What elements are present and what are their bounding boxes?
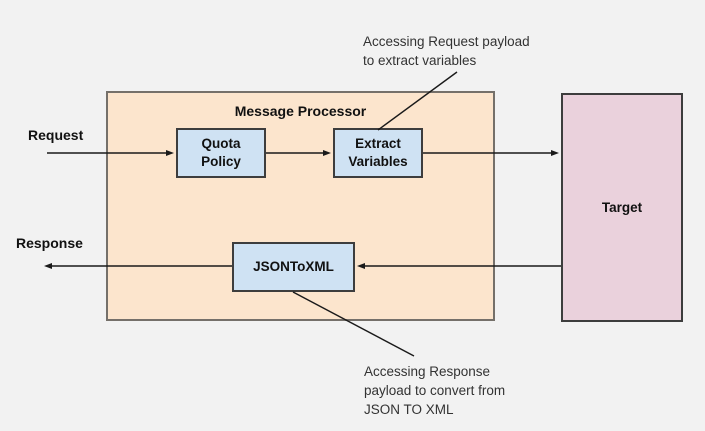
annotation-response-payload: Accessing Response payload to convert fr… bbox=[364, 364, 506, 417]
response-label: Response bbox=[16, 235, 83, 251]
node-jsontoxml: JSONToXML bbox=[232, 242, 355, 292]
annotation-request-payload: Accessing Request payload to extract var… bbox=[363, 34, 530, 68]
request-label: Request bbox=[28, 127, 84, 143]
node-target: Target bbox=[561, 93, 683, 322]
node-quota-policy: Quota Policy bbox=[176, 128, 266, 178]
node-extract-variables: Extract Variables bbox=[333, 128, 423, 178]
message-processor-title: Message Processor bbox=[234, 103, 367, 119]
